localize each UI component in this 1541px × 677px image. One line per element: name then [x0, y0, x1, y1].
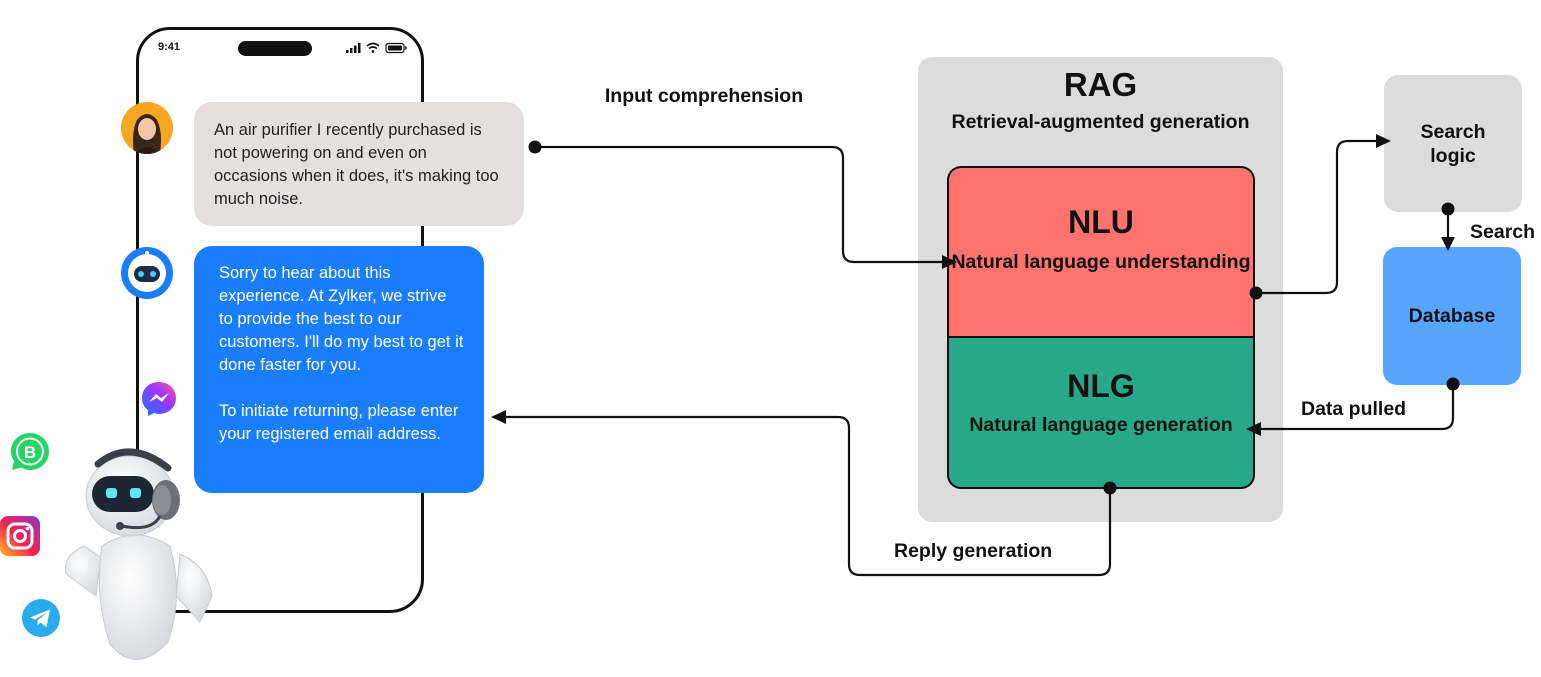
search-logic-label: Search logic — [1420, 120, 1486, 167]
database-label: Database — [1408, 304, 1496, 327]
messenger-icon — [142, 382, 176, 416]
data-pulled-label: Data pulled — [1301, 398, 1407, 420]
database-box: Database — [1383, 247, 1521, 385]
nlu-box: NLU Natural language understanding — [947, 166, 1255, 337]
input-connector-dot — [528, 140, 542, 154]
nlg-title: NLG — [1067, 368, 1135, 404]
whatsapp-business-icon: B — [11, 433, 49, 470]
user-avatar-icon — [121, 102, 173, 154]
input-comprehension-connector — [535, 145, 943, 264]
user-message-bubble: An air purifier I recently purchased is … — [194, 102, 524, 226]
bot-message-paragraph-1: Sorry to hear about this experience. At … — [219, 264, 464, 374]
bot-message-bubble: Sorry to hear about this experience. At … — [194, 246, 484, 493]
nlg-box: NLG Natural language generation — [947, 336, 1255, 489]
reply-generation-label: Reply generation — [894, 540, 1053, 562]
nlu-subtitle: Natural language understanding — [951, 251, 1251, 273]
rag-subtitle: Retrieval-augmented generation — [951, 111, 1250, 133]
instagram-icon — [0, 516, 40, 556]
svg-text:B: B — [24, 443, 36, 462]
arrowhead-to-chat — [491, 410, 506, 424]
nlu-title: NLU — [1068, 204, 1134, 240]
search-logic-box: Search logic — [1384, 75, 1522, 212]
search-label: Search — [1470, 221, 1536, 243]
status-icons — [346, 42, 407, 54]
phone-notch — [238, 41, 312, 56]
telegram-icon — [22, 599, 60, 637]
bot-avatar-icon — [121, 247, 173, 299]
rag-title: RAG — [1063, 66, 1138, 103]
status-time: 9:41 — [158, 41, 181, 53]
nlg-subtitle: Natural language generation — [969, 414, 1233, 436]
input-comprehension-label: Input comprehension — [604, 85, 804, 107]
robot-mascot-icon — [64, 448, 213, 660]
bot-message-paragraph-2: To initiate returning, please enter your… — [219, 402, 459, 443]
